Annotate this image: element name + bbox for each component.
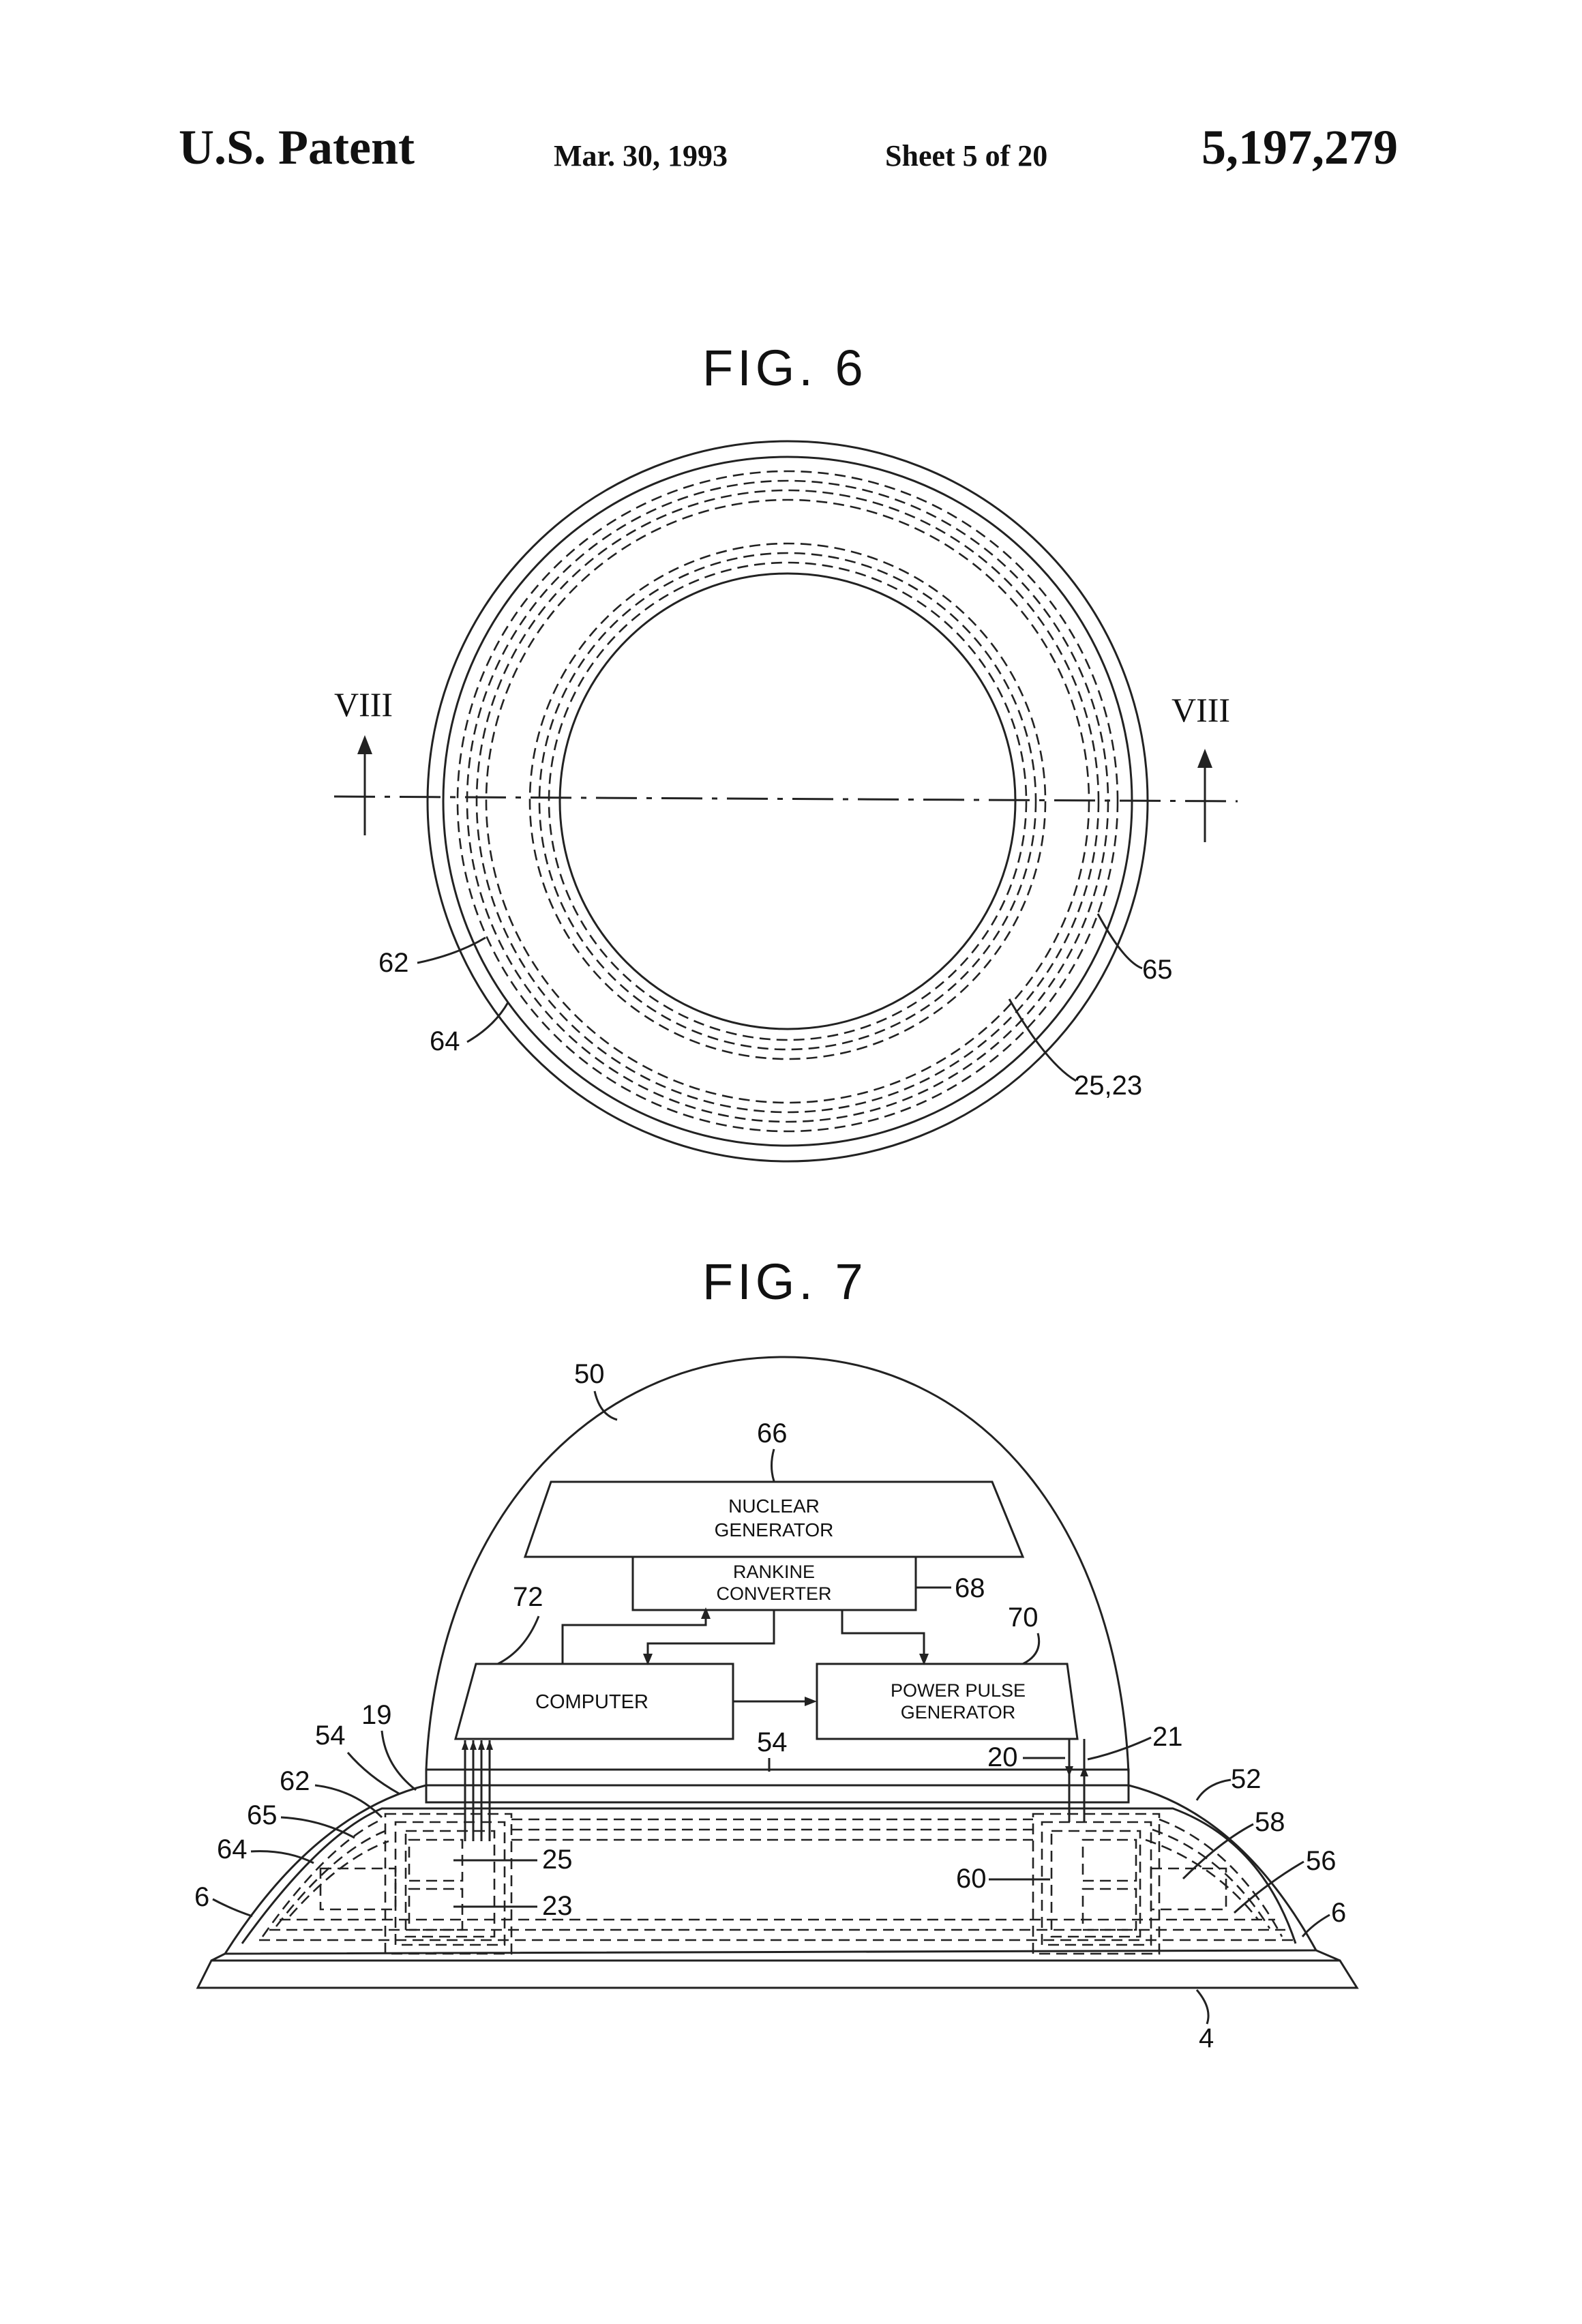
wire-computer-to-rankine bbox=[563, 1610, 706, 1664]
leader-line bbox=[1197, 1990, 1208, 2024]
leader-line bbox=[467, 1002, 508, 1042]
fig7-ref-54-left: 54 bbox=[315, 1720, 346, 1751]
right-cell-1 bbox=[1083, 1840, 1136, 1881]
left-module-outer-1 bbox=[385, 1814, 511, 1954]
fig7-right-coil-module bbox=[1033, 1814, 1226, 1954]
fig7-ref-54-center: 54 bbox=[757, 1727, 788, 1757]
fig6-shell-circle bbox=[443, 457, 1132, 1146]
pulse-label-1: POWER PULSE bbox=[891, 1680, 1026, 1701]
fig7-ref-6-left: 6 bbox=[194, 1882, 209, 1912]
leader-line bbox=[281, 1817, 355, 1838]
nuclear-label-2: GENERATOR bbox=[715, 1519, 834, 1540]
fig6-outer-circle bbox=[428, 441, 1148, 1161]
fig7-reference-numerals: 50 66 68 72 70 54 19 54 21 20 52 62 65 bbox=[194, 1359, 1346, 2053]
coil-dash-left-3 bbox=[290, 1841, 389, 1916]
fig7-ref-66: 66 bbox=[757, 1418, 788, 1448]
fig7-ref-56: 56 bbox=[1306, 1846, 1337, 1876]
leader-line bbox=[1197, 1780, 1231, 1800]
fig7-ref-19: 19 bbox=[361, 1700, 392, 1730]
fig6-section-left-label: VIII bbox=[334, 685, 393, 724]
fig6-section-line bbox=[334, 796, 1238, 801]
fig7-ref-23: 23 bbox=[542, 1891, 573, 1921]
fig6-coil-outer-1 bbox=[458, 471, 1118, 1131]
left-module-outer-3 bbox=[406, 1831, 494, 1937]
leader-line bbox=[251, 1851, 314, 1863]
fig6-title: FIG. 6 bbox=[702, 340, 867, 396]
leader-line bbox=[498, 1616, 539, 1664]
fig6-coil-inner-2 bbox=[539, 553, 1036, 1049]
arrow-up-icon bbox=[1080, 1766, 1088, 1776]
fig7-power-pulse-generator: POWER PULSE GENERATOR bbox=[817, 1664, 1077, 1739]
fig6-coil-outer-3 bbox=[477, 490, 1099, 1112]
fig7-ref-52: 52 bbox=[1231, 1764, 1262, 1794]
fig6-inner-circle bbox=[560, 573, 1015, 1029]
coil-dash-right-2 bbox=[1152, 1830, 1270, 1928]
fig6-coil-outer-4 bbox=[486, 500, 1089, 1103]
fig6-ring-diagram bbox=[334, 441, 1238, 1161]
fig7-ref-65: 65 bbox=[247, 1800, 278, 1830]
fig7-ref-4: 4 bbox=[1199, 2023, 1214, 2053]
fig6-ref-25-23: 25,23 bbox=[1074, 1071, 1142, 1101]
arrow-up-icon bbox=[478, 1740, 485, 1750]
fig7-ref-20: 20 bbox=[987, 1742, 1018, 1772]
rankine-label-2: CONVERTER bbox=[716, 1583, 831, 1604]
fig7-ref-68: 68 bbox=[955, 1573, 985, 1603]
fig6-section-right-label: VIII bbox=[1171, 691, 1230, 729]
fig7-ref-72: 72 bbox=[513, 1582, 543, 1612]
wire-rankine-to-computer bbox=[648, 1610, 774, 1664]
fig7-ref-50: 50 bbox=[574, 1359, 605, 1389]
fig7-ref-70: 70 bbox=[1008, 1603, 1039, 1633]
fig7-ref-60: 60 bbox=[956, 1864, 987, 1894]
fig7-ref-62: 62 bbox=[280, 1766, 310, 1796]
arrow-down-icon bbox=[1065, 1766, 1073, 1776]
body-outline bbox=[225, 1785, 1316, 1954]
right-cell-2 bbox=[1083, 1889, 1136, 1930]
fig7-title: FIG. 7 bbox=[702, 1253, 867, 1310]
arrow-up-icon bbox=[462, 1740, 468, 1750]
pulse-label-2: GENERATOR bbox=[901, 1702, 1016, 1723]
power-pulse-generator-box bbox=[817, 1664, 1077, 1739]
fig6-coil-inner-1 bbox=[530, 543, 1045, 1059]
fig7-computer: COMPUTER bbox=[456, 1664, 733, 1739]
base-plate bbox=[198, 1961, 1357, 1988]
fig7-ref-25: 25 bbox=[542, 1845, 573, 1875]
arrow-up-icon bbox=[357, 735, 372, 754]
right-module-outer-3 bbox=[1051, 1831, 1140, 1937]
leader-line bbox=[772, 1449, 775, 1481]
arrow-up-icon bbox=[486, 1740, 493, 1750]
arrow-up-icon bbox=[470, 1740, 477, 1750]
fig6-coil-outer-2 bbox=[467, 481, 1108, 1122]
fig7-ref-21: 21 bbox=[1152, 1722, 1183, 1752]
fig7-ref-64: 64 bbox=[217, 1834, 248, 1864]
leader-line bbox=[382, 1731, 416, 1790]
leader-line bbox=[417, 938, 486, 963]
leader-line bbox=[348, 1753, 399, 1793]
fig7-signal-wiring bbox=[462, 1607, 1088, 1841]
fig7-ref-6-right: 6 bbox=[1331, 1898, 1346, 1928]
leader-line bbox=[1302, 1915, 1330, 1937]
left-cell-23 bbox=[409, 1889, 462, 1930]
fig6-ref-64: 64 bbox=[430, 1026, 460, 1056]
computer-label: COMPUTER bbox=[535, 1691, 648, 1713]
body-edge-right bbox=[1316, 1950, 1340, 1961]
arrow-up-icon bbox=[1197, 749, 1212, 768]
fig7-nuclear-generator: NUCLEAR GENERATOR bbox=[525, 1482, 1023, 1557]
fig6-ref-62: 62 bbox=[378, 948, 409, 978]
fig7-ref-58: 58 bbox=[1255, 1807, 1285, 1837]
fig6-ref-65: 65 bbox=[1142, 955, 1173, 985]
leader-line bbox=[213, 1899, 252, 1916]
fig7-rankine-converter: RANKINE CONVERTER bbox=[633, 1557, 916, 1610]
arrow-right-icon bbox=[805, 1697, 817, 1706]
nuclear-label-1: NUCLEAR bbox=[728, 1495, 820, 1517]
rankine-label-1: RANKINE bbox=[733, 1562, 815, 1582]
leader-line bbox=[1023, 1633, 1039, 1664]
wire-rankine-to-pulse bbox=[842, 1610, 924, 1664]
fig6-coil-inner-3 bbox=[549, 563, 1026, 1040]
leader-line bbox=[1088, 1738, 1151, 1759]
fig7-vehicle-body bbox=[198, 1785, 1357, 1988]
